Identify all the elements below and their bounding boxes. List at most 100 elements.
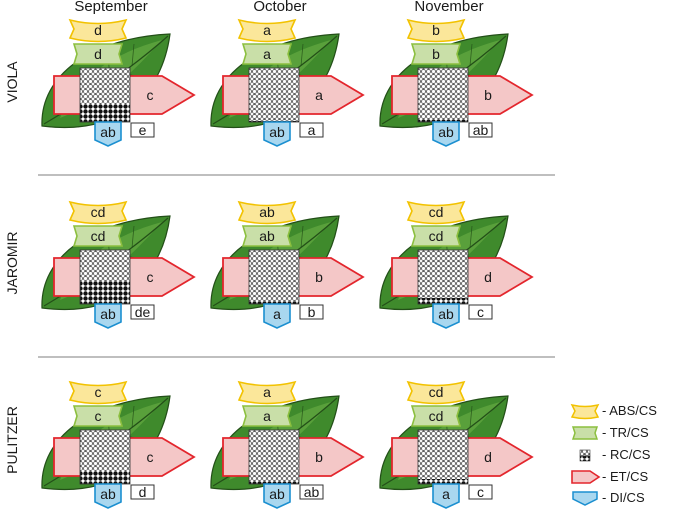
rc-closed-centres [418,479,468,484]
abs-cs-banner [237,200,297,225]
rc-cs-value: d [139,484,147,500]
di-cs-icon [572,491,598,506]
di-cs-shield [94,121,122,147]
et-cs-value: c [147,87,154,103]
rc-cs-value: a [308,122,316,138]
rc-open-centres [418,430,468,479]
abs-cs-banner [406,18,466,43]
et-cs-icon [571,470,601,484]
tr-cs-banner [72,405,124,427]
abs-cs-banner [68,380,128,405]
abs-cs-value: cd [429,204,444,220]
rc-cs-value: e [139,122,147,138]
abs-cs-value: cd [91,204,106,220]
abs-cs-banner [68,18,128,43]
rc-open-centres [249,250,299,302]
rc-open-centres [249,430,299,481]
rc-open-centres [80,430,130,470]
month-label-october: October [253,0,306,15]
month-label-september: September [74,0,147,15]
rc-cs-value: de [135,304,151,320]
legend-label-tr: - TR/CS [602,425,649,440]
et-cs-value: b [484,87,492,103]
di-cs-shield [432,303,460,329]
di-cs-value: ab [100,306,116,322]
tr-cs-value: b [432,46,440,62]
di-cs-shield [94,483,122,509]
di-cs-shield [432,483,460,509]
rc-open-centres [418,250,468,298]
di-cs-value: ab [100,124,116,140]
abs-cs-value: ab [259,204,275,220]
di-cs-value: ab [269,124,285,140]
tr-cs-value: cd [429,408,444,424]
tr-cs-value: a [263,408,271,424]
variety-label-viola: VIOLA [4,61,20,103]
et-cs-value: a [315,87,323,103]
month-label-november: November [414,0,483,15]
et-cs-value: c [147,269,154,285]
di-cs-value: a [273,306,281,322]
di-cs-value: ab [438,306,454,322]
rc-cs-box [130,304,155,320]
rc-closed-centres [249,481,299,484]
di-cs-value: ab [100,486,116,502]
tr-cs-value: ab [259,228,275,244]
tr-cs-value: c [95,408,102,424]
rc-open-centres [249,68,299,121]
variety-label-jaromir: JAROMIR [4,232,20,295]
legend: - ABS/CS- TR/CS- RC/CS- ET/CS- DI/CS [570,403,657,506]
rc-closed-centres [80,282,130,304]
tr-cs-banner [410,405,462,427]
di-cs-shield [263,121,291,147]
tr-cs-banner [241,43,293,65]
legend-label-rc: - RC/CS [602,447,651,462]
tr-cs-banner [241,405,293,427]
tr-cs-icon [571,426,599,440]
rc-closed-centres [418,298,468,304]
rc-cs-box [468,304,493,320]
tr-cs-value: d [94,46,102,62]
abs-cs-value: a [263,22,271,38]
rc-cs-box [299,484,324,500]
abs-cs-banner [237,18,297,43]
rc-cs-box [468,122,493,138]
abs-cs-value: c [95,384,102,400]
tr-cs-value: cd [91,228,106,244]
legend-label-di: - DI/CS [602,490,645,505]
abs-cs-banner [68,200,128,225]
abs-cs-banner [406,380,466,405]
rc-cs-value: c [477,304,484,320]
tr-cs-banner [410,225,462,247]
abs-cs-value: a [263,384,271,400]
rc-open-centres [80,250,130,282]
di-cs-shield [263,303,291,329]
abs-cs-icon [570,403,600,420]
tr-cs-value: cd [429,228,444,244]
et-cs-value: c [147,449,154,465]
rc-cs-icon [579,449,591,462]
di-cs-value: ab [438,124,454,140]
rc-cs-box [130,122,155,138]
tr-cs-banner [410,43,462,65]
leaf-model-panel: cd cd c ab de [41,200,196,329]
rc-cs-box [130,484,155,500]
rc-cs-box [468,484,493,500]
rc-cs-box [299,304,324,320]
rc-closed-centres [418,119,468,122]
rc-open-centres [418,68,468,119]
abs-cs-value: cd [429,384,444,400]
rc-closed-centres [249,302,299,304]
rc-cs-value: ab [304,484,320,500]
abs-cs-value: b [432,22,440,38]
rc-cs-value: ab [473,122,489,138]
rc-open-centres [80,68,130,103]
rc-cs-value: c [477,484,484,500]
